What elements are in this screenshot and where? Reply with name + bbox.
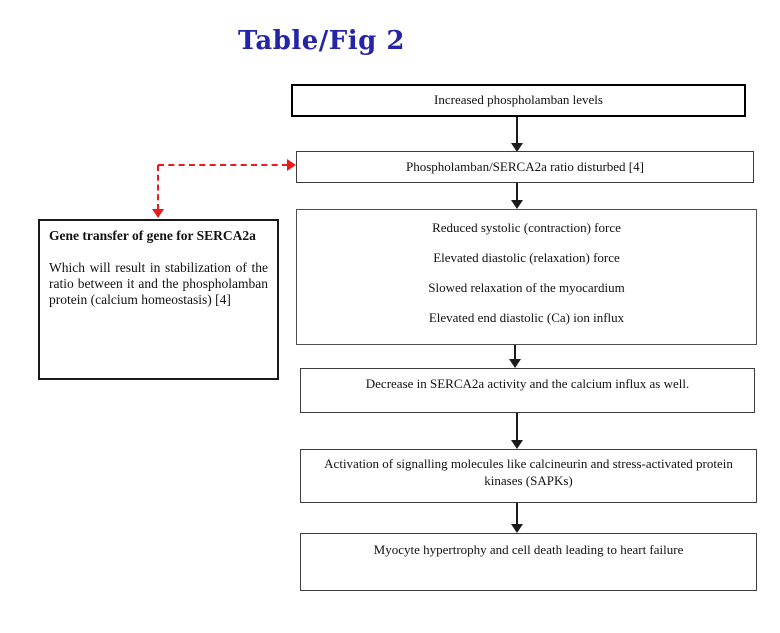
effect-line: Slowed relaxation of the myocardium bbox=[428, 280, 625, 295]
effect-line: Reduced systolic (contraction) force bbox=[432, 220, 621, 235]
effect-line: Elevated diastolic (relaxation) force bbox=[433, 250, 620, 265]
node-heart-failure: Myocyte hypertrophy and cell death leadi… bbox=[300, 533, 757, 591]
down-arrow-icon bbox=[516, 117, 518, 144]
down-arrow-icon bbox=[516, 183, 518, 200]
red-dashed-line-vertical bbox=[157, 165, 159, 210]
node-label: Activation of signalling molecules like … bbox=[324, 456, 733, 488]
down-arrowhead-icon bbox=[511, 440, 523, 449]
side-note-heading: Gene transfer of gene for SERCA2a bbox=[49, 228, 256, 243]
node-contractility-effects: Reduced systolic (contraction) force Ele… bbox=[296, 209, 757, 345]
node-increased-phospholamban: Increased phospholamban levels bbox=[291, 84, 746, 117]
node-label: Increased phospholamban levels bbox=[434, 92, 603, 107]
red-arrowhead-down-icon bbox=[152, 209, 164, 218]
side-note-box: Gene transfer of gene for SERCA2a Which … bbox=[38, 219, 279, 380]
down-arrowhead-icon bbox=[511, 524, 523, 533]
node-signalling-activation: Activation of signalling molecules like … bbox=[300, 449, 757, 503]
down-arrowhead-icon bbox=[509, 359, 521, 368]
down-arrowhead-icon bbox=[511, 200, 523, 209]
effect-line: Elevated end diastolic (Ca) ion influx bbox=[428, 310, 625, 325]
down-arrow-icon bbox=[516, 413, 518, 440]
red-arrowhead-right-icon bbox=[287, 159, 296, 171]
down-arrow-icon bbox=[516, 503, 518, 524]
side-note-body: Which will result in stabilization of th… bbox=[49, 260, 268, 307]
node-serca2a-decrease: Decrease in SERCA2a activity and the cal… bbox=[300, 368, 755, 413]
down-arrowhead-icon bbox=[511, 143, 523, 152]
node-label: Decrease in SERCA2a activity and the cal… bbox=[365, 376, 690, 391]
node-label: Phospholamban/SERCA2a ratio disturbed [4… bbox=[406, 159, 644, 174]
figure-title: Table/Fig 2 bbox=[238, 26, 405, 56]
down-arrow-icon bbox=[514, 345, 516, 360]
red-dashed-line-horizontal bbox=[158, 164, 288, 166]
node-label: Myocyte hypertrophy and cell death leadi… bbox=[373, 542, 684, 557]
node-ratio-disturbed: Phospholamban/SERCA2a ratio disturbed [4… bbox=[296, 151, 754, 183]
